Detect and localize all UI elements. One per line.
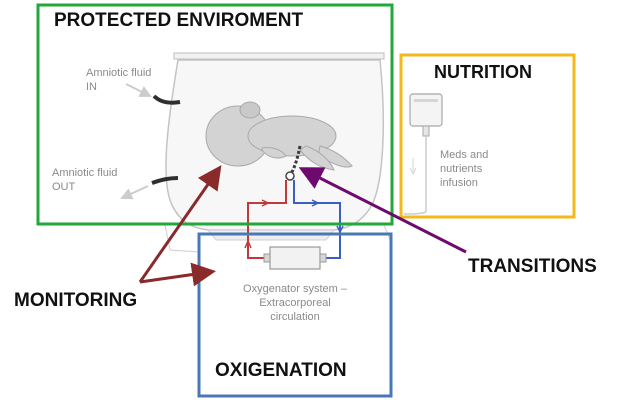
oxigenation-title: OXIGENATION (215, 360, 347, 381)
circuit-red (244, 180, 287, 259)
umbilical-cord (285, 145, 302, 181)
monitoring-arrows (138, 165, 222, 287)
nutrition-title: NUTRITION (434, 62, 532, 82)
transitions-title: TRANSITIONS (468, 256, 597, 277)
iv-bag-illustration (403, 93, 443, 215)
amniotic-tubes (120, 83, 181, 200)
oxigenation-box (197, 232, 393, 398)
monitoring-title: MONITORING (14, 290, 138, 311)
oxygenator-system-label: Oxygenator system – Extracorporeal circu… (243, 283, 347, 323)
amniotic-fluid-in-label: Amniotic fluid IN (86, 67, 152, 93)
amniotic-fluid-out-label: Amniotic fluid OUT (52, 167, 118, 193)
fetus-illustration (205, 101, 353, 171)
protected-environment-box (36, 3, 394, 226)
meds-infusion-label: Meds and nutrients infusion (440, 149, 489, 189)
transitions-arrow (298, 167, 467, 254)
nutrition-box (399, 53, 576, 219)
protected-environment-title: PROTECTED ENVIROMENT (54, 10, 304, 31)
oxygenator-device (263, 246, 327, 270)
circuit-blue (293, 180, 344, 259)
